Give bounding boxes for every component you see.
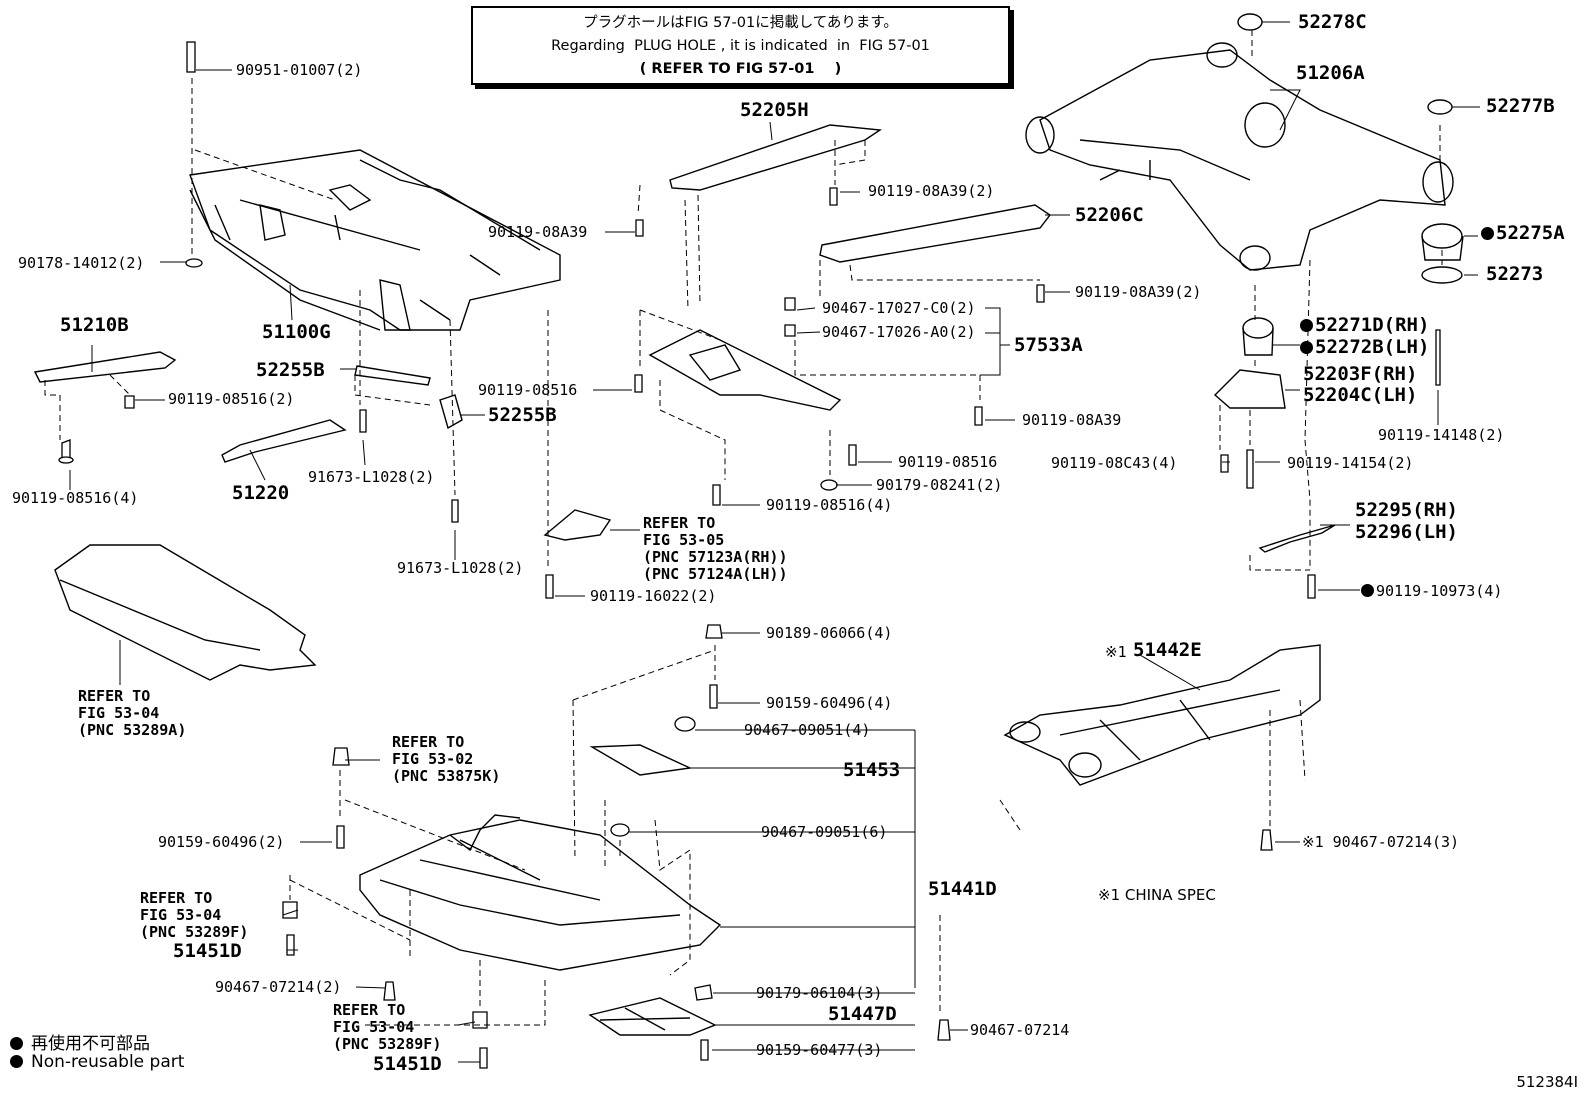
part-label: 52273 <box>1486 263 1544 285</box>
rear-subframe-drawing <box>1025 42 1454 271</box>
part-label: 51441D <box>928 878 997 900</box>
part-label: 90119-14148(2) <box>1378 426 1505 444</box>
part-label-china-spec: ※1 90467-07214(3) <box>1302 833 1460 851</box>
part-label: 51453 <box>843 759 901 781</box>
non-reusable-marker-icon <box>1361 584 1374 597</box>
part-label: 90119-08A39(2) <box>1075 283 1202 301</box>
part-label: 90159-60496(4) <box>766 694 893 712</box>
part-label-non-reusable: 52272B(LH) <box>1300 337 1429 357</box>
refer-note: REFER TO FIG 53-04 (PNC 53289F) <box>140 889 249 941</box>
part-label: 90119-08516(4) <box>12 489 139 507</box>
non-reusable-marker-icon <box>10 1055 23 1068</box>
note-line-refer: ( REFER TO FIG 57-01 ) <box>639 61 842 77</box>
part-label: 90159-60496(2) <box>158 833 285 851</box>
part-label: 57533A <box>1014 334 1083 356</box>
front-crossmember-drawing <box>189 149 561 331</box>
part-label: 90119-08516(2) <box>168 390 295 408</box>
part-label: 90119-14154(2) <box>1287 454 1414 472</box>
part-label: 90119-16022(2) <box>590 587 717 605</box>
part-label: 91673-L1028(2) <box>308 468 435 486</box>
refer-note: REFER TO FIG 53-04 (PNC 53289A) <box>78 687 187 739</box>
china-spec-mark: ※1 <box>1105 643 1127 661</box>
part-label: 51451D <box>373 1053 442 1075</box>
note-line-en: Regarding PLUG HOLE , it is indicated in… <box>551 38 930 54</box>
part-label: 90467-17026-A0(2) <box>822 323 976 341</box>
part-label: 51451D <box>173 940 242 962</box>
refer-note: REFER TO FIG 53-05 (PNC 57123A(RH)) (PNC… <box>643 514 788 583</box>
part-label-non-reusable: 90119-10973(4) <box>1361 583 1502 599</box>
part-label: 90119-08C43(4) <box>1051 454 1178 472</box>
part-label: 90119-08516(4) <box>766 496 893 514</box>
legend-jp: 再使用不可部品 <box>10 1029 150 1054</box>
note-line-jp: プラグホールはFIG 57-01に掲載してあります。 <box>583 15 898 31</box>
part-label: 52204C(LH) <box>1303 384 1418 406</box>
part-label-non-reusable: 52271D(RH) <box>1300 315 1429 335</box>
part-label: 51220 <box>232 482 290 504</box>
part-label: 90189-06066(4) <box>766 624 893 642</box>
part-label: 90159-60477(3) <box>756 1041 883 1059</box>
part-label: 51206A <box>1296 62 1365 84</box>
part-label: 51210B <box>60 314 129 336</box>
non-reusable-marker-icon <box>1300 341 1313 354</box>
part-label: 52278C <box>1298 11 1367 33</box>
legend-en: Non-reusable part <box>10 1052 184 1072</box>
part-label: 51442E <box>1133 639 1202 661</box>
non-reusable-marker-icon <box>1481 227 1494 240</box>
part-label: 90119-08516 <box>898 453 998 471</box>
note-box: プラグホールはFIG 57-01に掲載してあります。 Regarding PLU… <box>471 6 1010 85</box>
part-label: 90467-07214(2) <box>215 978 342 996</box>
part-label: 52277B <box>1486 95 1555 117</box>
part-label: 52296(LH) <box>1355 521 1458 543</box>
non-reusable-marker-icon <box>10 1037 23 1050</box>
part-label: 90119-08516 <box>478 381 578 399</box>
china-spec-note: ※1 CHINA SPEC <box>1098 886 1216 904</box>
part-label: 90178-14012(2) <box>18 254 145 272</box>
part-label: 52255B <box>256 359 325 381</box>
part-label: 90951-01007(2) <box>236 61 363 79</box>
part-label-non-reusable: 52275A <box>1481 223 1565 243</box>
refer-note: REFER TO FIG 53-02 (PNC 53875K) <box>392 733 501 785</box>
part-label: 52206C <box>1075 204 1144 226</box>
part-label: 90179-06104(3) <box>756 984 883 1002</box>
part-label: 52203F(RH) <box>1303 363 1418 385</box>
part-label: 90467-07214 <box>970 1021 1070 1039</box>
non-reusable-marker-icon <box>1300 319 1313 332</box>
part-label: 90467-09051(4) <box>744 721 871 739</box>
figure-id: 512384I <box>1516 1073 1578 1091</box>
part-label: 52295(RH) <box>1355 499 1458 521</box>
part-label: 90179-08241(2) <box>876 476 1003 494</box>
part-label: 52255B <box>488 404 557 426</box>
part-label: 52205H <box>740 99 809 121</box>
refer-note: REFER TO FIG 53-04 (PNC 53289F) <box>333 1001 442 1053</box>
part-label: 90467-17027-C0(2) <box>822 299 976 317</box>
part-label: 90119-08A39 <box>488 223 588 241</box>
part-label: 51447D <box>828 1003 897 1025</box>
part-label: 90467-09051(6) <box>761 823 888 841</box>
part-label: 51100G <box>262 321 331 343</box>
part-label: 90119-08A39(2) <box>868 182 995 200</box>
part-label: 90119-08A39 <box>1022 411 1122 429</box>
part-label: 91673-L1028(2) <box>397 559 524 577</box>
